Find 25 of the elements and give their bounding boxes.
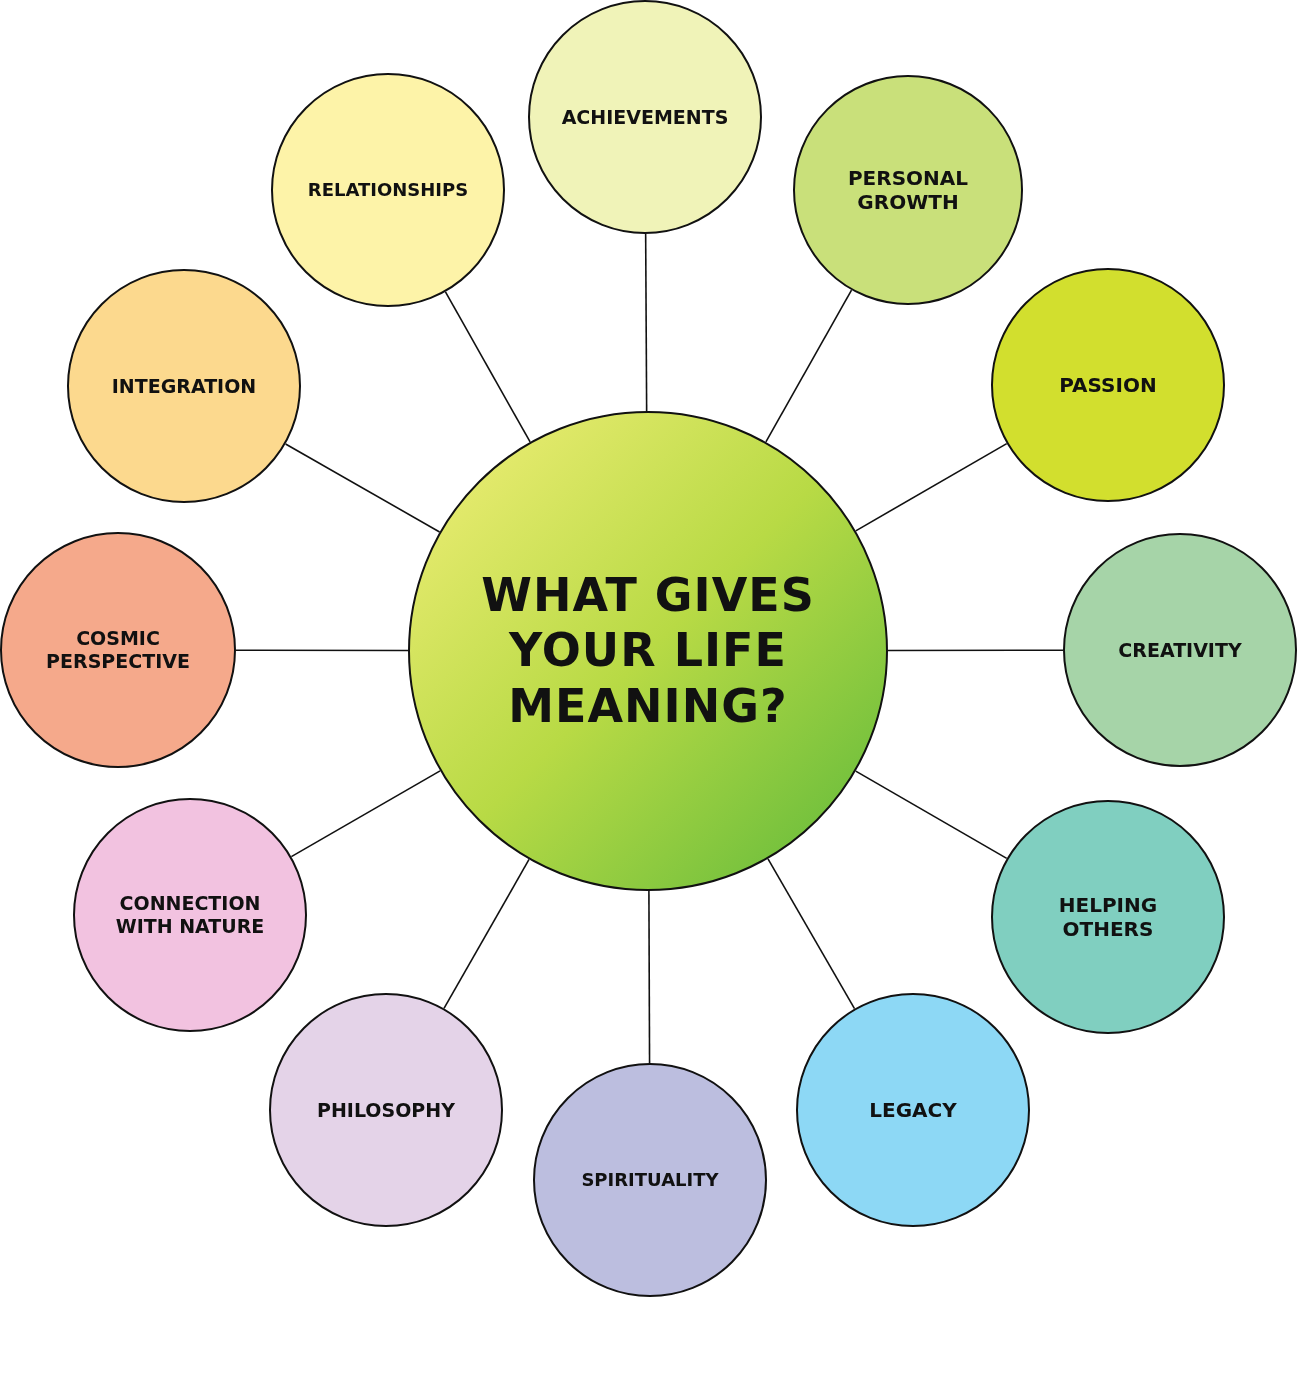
topic-label: SPIRITUALITY xyxy=(581,1169,719,1191)
connector-line xyxy=(854,770,1008,860)
topic-label: LEGACY xyxy=(869,1098,957,1122)
topic-label: CONNECTION WITH NATURE xyxy=(114,892,266,938)
topic-label: PHILOSOPHY xyxy=(317,1098,455,1122)
central-question: WHAT GIVES YOUR LIFE MEANING? xyxy=(480,568,816,734)
connector-line xyxy=(767,858,856,1010)
topic-label: COSMIC PERSPECTIVE xyxy=(45,627,191,673)
connector-line xyxy=(887,649,1064,652)
connector-line xyxy=(235,649,409,652)
connector-line xyxy=(443,858,530,1010)
connector-line xyxy=(648,890,651,1064)
topic-label: ACHIEVEMENTS xyxy=(561,105,729,129)
topic-label: HELPING OTHERS xyxy=(1057,893,1159,941)
connector-line xyxy=(284,443,441,533)
connector-line xyxy=(644,233,648,412)
topic-label: INTEGRATION xyxy=(111,374,257,398)
topic-label: PASSION xyxy=(1059,373,1157,397)
connector-line xyxy=(854,442,1008,532)
topic-label: RELATIONSHIPS xyxy=(307,179,469,201)
connector-line xyxy=(290,770,441,858)
connector-line xyxy=(765,289,853,443)
connector-line xyxy=(444,291,531,443)
topic-label: CREATIVITY xyxy=(1118,638,1242,662)
topic-label: PERSONAL GROWTH xyxy=(846,166,970,214)
